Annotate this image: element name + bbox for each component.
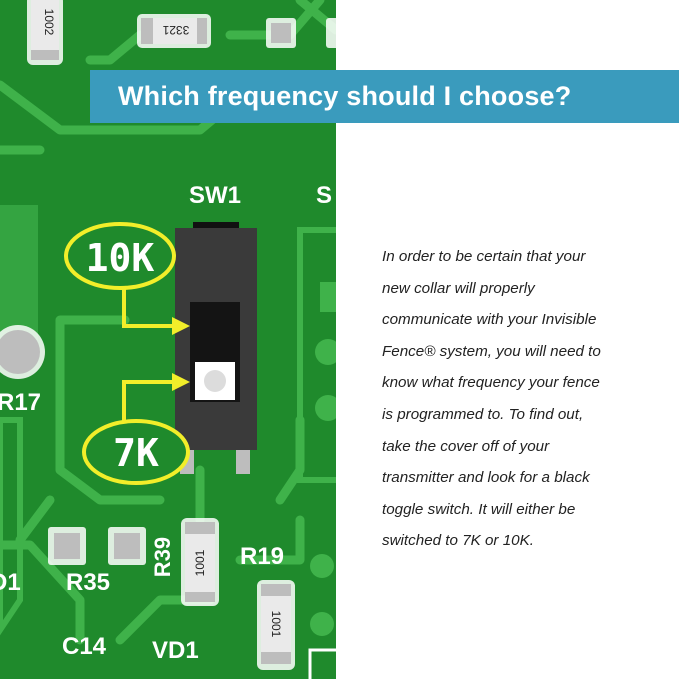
- label-r35: R35: [66, 569, 110, 596]
- callout-7k-label: 7K: [113, 431, 159, 475]
- resistor-1002: 1002: [27, 0, 63, 65]
- copper-pour: [0, 205, 38, 340]
- switch-label: SW1: [189, 182, 241, 209]
- paragraph-line: know what frequency your fence: [382, 374, 600, 392]
- resistor-3321: 3321: [137, 14, 211, 48]
- switch-label-partial: S: [316, 182, 332, 209]
- toggle-switch: [175, 222, 257, 474]
- label-d1-partial: D1: [0, 569, 21, 596]
- trace-outline: [0, 417, 23, 636]
- resistor-code-1001-bottom: 1001: [269, 611, 283, 638]
- paragraph-line: Fence® system, you will need to: [382, 342, 601, 360]
- description-paragraph: In order to be certain that your new col…: [382, 241, 652, 557]
- resistor-code-3321: 3321: [162, 23, 189, 37]
- paragraph-line: communicate with your Invisible: [382, 311, 597, 329]
- callout-10k: 10K: [64, 222, 190, 335]
- resistor-1001-mid: 1001: [181, 518, 219, 606]
- paragraph-line: new collar will properly: [382, 279, 535, 297]
- paragraph-line: toggle switch. It will either be: [382, 500, 576, 518]
- title-banner: Which frequency should I choose?: [90, 70, 679, 123]
- arrow-right-icon: [172, 317, 190, 335]
- callout-10k-label: 10K: [86, 236, 155, 280]
- paragraph-line: is programmed to. To find out,: [382, 405, 584, 423]
- arrow-right-icon: [172, 373, 190, 391]
- resistor-1001-bottom: 1001: [257, 580, 295, 670]
- label-c14: C14: [62, 633, 107, 660]
- component-outline: [297, 227, 336, 483]
- paragraph-line: transmitter and look for a black: [382, 469, 590, 487]
- pcb-artwork: 1002 3321 SW1 S: [0, 0, 336, 679]
- label-r39: R39: [150, 537, 175, 577]
- paragraph-line: take the cover off of your: [382, 437, 550, 455]
- resistor-code-1002: 1002: [42, 9, 56, 36]
- pad: [326, 18, 336, 48]
- callout-7k: 7K: [82, 373, 190, 485]
- paragraph-line: switched to 7K or 10K.: [382, 532, 534, 550]
- page-title: Which frequency should I choose?: [118, 81, 572, 111]
- label-vd1: VD1: [152, 637, 199, 664]
- resistor-code-1001-mid: 1001: [193, 549, 207, 576]
- label-r17: R17: [0, 389, 41, 416]
- paragraph-line: In order to be certain that your: [382, 248, 586, 265]
- label-r19: R19: [240, 543, 284, 570]
